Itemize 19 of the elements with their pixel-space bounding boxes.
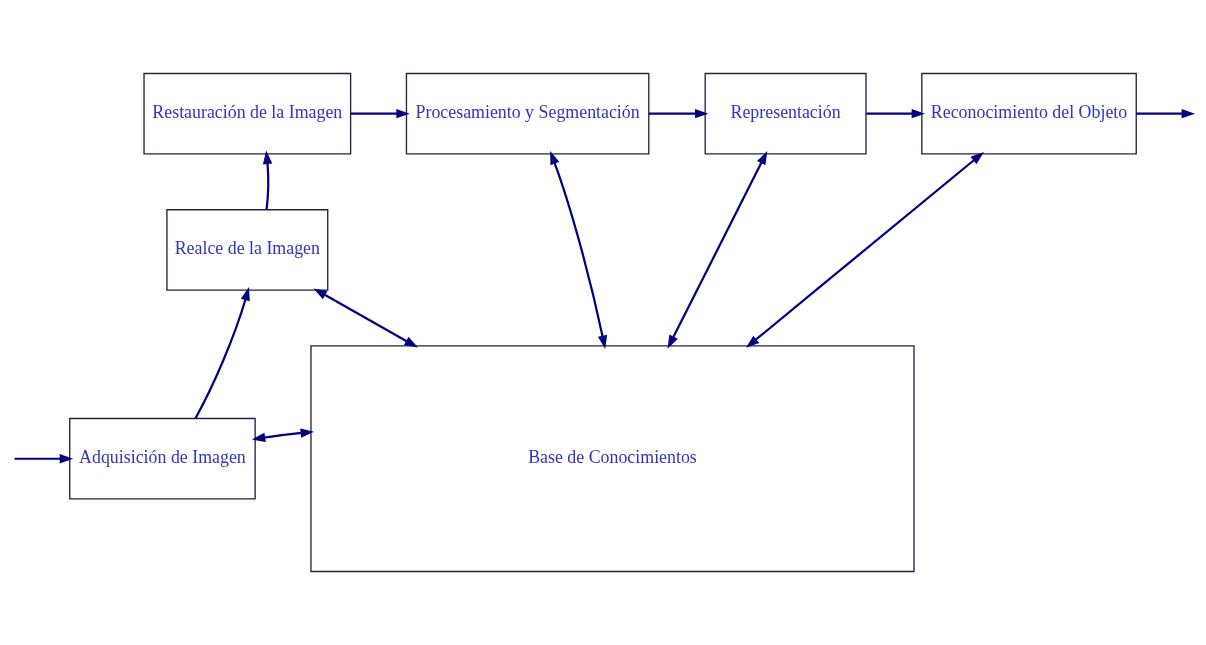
arrow [866, 108, 926, 119]
node-box: Reconocimiento del Objeto [921, 72, 1137, 155]
arrow [313, 288, 418, 348]
arrow [745, 151, 984, 348]
arrow [550, 150, 608, 349]
arrow [251, 428, 315, 443]
node-box: Procesamiento y Segmentación [405, 72, 650, 155]
node-box: Restauración de la Imagen [143, 72, 352, 155]
arrow [350, 108, 410, 119]
node-box: Realce de la Imagen [166, 209, 329, 291]
arrow [14, 454, 74, 464]
node-box: Representación [704, 72, 867, 155]
arrow [649, 108, 709, 119]
arrow [1136, 108, 1195, 119]
arrow [262, 150, 273, 210]
node-box: Adquisición de Imagen [69, 417, 256, 500]
node-box: Base de Conocimientos [310, 345, 915, 573]
arrow [667, 151, 768, 349]
arrow [194, 287, 250, 419]
